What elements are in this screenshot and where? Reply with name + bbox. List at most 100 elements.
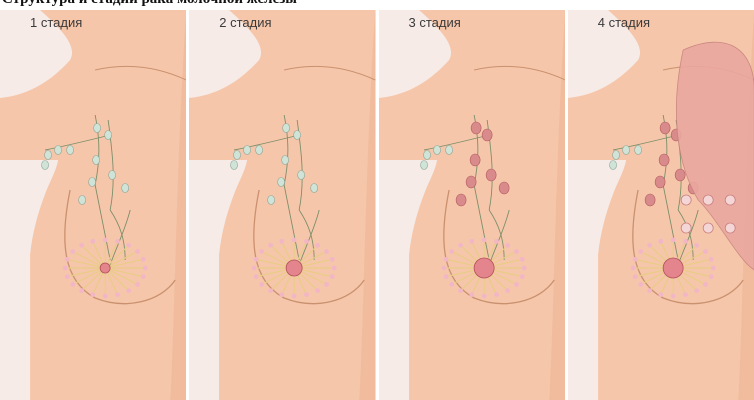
- lobule: [135, 282, 140, 287]
- lymph-node: [109, 171, 116, 180]
- lymph-node: [420, 161, 427, 170]
- lobule: [703, 249, 708, 254]
- lymph-node: [456, 194, 466, 206]
- lobule: [65, 257, 70, 262]
- lymph-node: [42, 161, 49, 170]
- lymph-node: [79, 196, 86, 205]
- lobule: [79, 288, 84, 293]
- lobule: [632, 257, 637, 262]
- stage-panel-1: 1 стадия: [0, 10, 186, 400]
- lymph-node: [470, 154, 480, 166]
- lymph-node: [234, 151, 241, 160]
- lymph-node: [486, 169, 496, 181]
- stage-panel-4: 4 стадия: [568, 10, 754, 400]
- lobule: [280, 239, 285, 244]
- metastatic-nodule: [681, 223, 691, 233]
- lobule: [647, 288, 652, 293]
- lobule: [514, 249, 519, 254]
- lymph-node: [622, 146, 629, 155]
- lobule: [630, 266, 635, 271]
- stage-panel-3: 3 стадия: [379, 10, 565, 400]
- lobule: [449, 282, 454, 287]
- lobule: [115, 292, 120, 297]
- lobule: [70, 282, 75, 287]
- lobule: [638, 282, 643, 287]
- lobule: [694, 288, 699, 293]
- stage-label: 2 стадия: [219, 15, 271, 30]
- lymph-node: [94, 124, 101, 133]
- lobule: [638, 249, 643, 254]
- lobule: [494, 292, 499, 297]
- lymph-node: [445, 146, 452, 155]
- lymph-node: [482, 129, 492, 141]
- lymph-node: [298, 171, 305, 180]
- lymph-node: [283, 124, 290, 133]
- lobule: [304, 292, 309, 297]
- lobule: [292, 294, 297, 299]
- lobule: [709, 257, 714, 262]
- lobule: [711, 266, 716, 271]
- lobule: [481, 294, 486, 299]
- lobule: [316, 243, 321, 248]
- lobule: [443, 257, 448, 262]
- lobule: [304, 239, 309, 244]
- lobule: [330, 274, 335, 279]
- cropped-header: Структура и стадии рака молочной железы: [0, 0, 754, 10]
- stage-drawing: [568, 10, 754, 400]
- lobule: [332, 266, 337, 271]
- lobule: [658, 292, 663, 297]
- lymph-node: [634, 146, 641, 155]
- lobule: [292, 238, 297, 243]
- metastatic-nodule: [703, 223, 713, 233]
- metastatic-nodule: [725, 195, 735, 205]
- lobule: [658, 239, 663, 244]
- tumor: [286, 260, 302, 276]
- lymph-node: [45, 151, 52, 160]
- lobule: [694, 243, 699, 248]
- lobule: [63, 266, 68, 271]
- lymph-node: [655, 176, 665, 188]
- lobule: [90, 239, 95, 244]
- lobule: [443, 274, 448, 279]
- stage-label: 1 стадия: [30, 15, 82, 30]
- lymph-node: [122, 184, 129, 193]
- lobule: [330, 257, 335, 262]
- lobule: [324, 282, 329, 287]
- lymph-node: [659, 154, 669, 166]
- lymph-node: [660, 122, 670, 134]
- lobule: [683, 292, 688, 297]
- stage-label: 4 стадия: [598, 15, 650, 30]
- lobule: [252, 266, 257, 271]
- metastatic-nodule: [725, 223, 735, 233]
- lymph-node: [423, 151, 430, 160]
- stage-drawing: [0, 10, 186, 400]
- tumor: [663, 258, 683, 278]
- lymph-node: [471, 122, 481, 134]
- lymph-node: [294, 131, 301, 140]
- lymph-node: [55, 146, 62, 155]
- lymph-node: [433, 146, 440, 155]
- lymph-node: [645, 194, 655, 206]
- lobule: [519, 257, 524, 262]
- metastatic-nodule: [703, 195, 713, 205]
- lobule: [449, 249, 454, 254]
- lymph-node: [675, 169, 685, 181]
- lobule: [254, 257, 259, 262]
- lobule: [65, 274, 70, 279]
- lymph-node: [282, 156, 289, 165]
- lobule: [79, 243, 84, 248]
- lobule: [126, 243, 131, 248]
- lobule: [268, 288, 273, 293]
- lymph-node: [499, 182, 509, 194]
- lymph-node: [244, 146, 251, 155]
- lobule: [135, 249, 140, 254]
- lobule: [481, 238, 486, 243]
- lobule: [521, 266, 526, 271]
- lobule: [115, 239, 120, 244]
- lobule: [647, 243, 652, 248]
- lobule: [141, 257, 146, 262]
- lobule: [709, 274, 714, 279]
- lobule: [260, 249, 265, 254]
- lobule: [683, 239, 688, 244]
